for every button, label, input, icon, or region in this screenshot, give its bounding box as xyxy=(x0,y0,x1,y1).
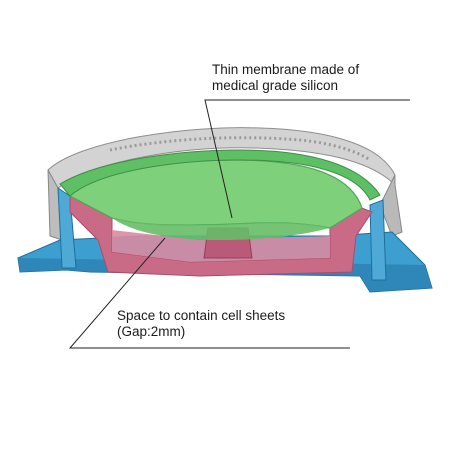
base-clamp-left xyxy=(57,187,77,269)
leader-line-membrane xyxy=(204,99,410,219)
silicone-membrane-floor xyxy=(112,218,330,240)
leader-line-chamber xyxy=(68,237,350,349)
chamber-callout-line-2: (Gap:2mm) xyxy=(117,324,186,339)
membrane-callout: Thin membrane made of medical grade sili… xyxy=(212,62,359,94)
membrane-callout-line-2: medical grade silicon xyxy=(212,78,339,93)
base-clamp-right xyxy=(369,199,387,281)
chamber-callout-line-1: Space to contain cell sheets xyxy=(117,308,286,323)
membrane-callout-line-1: Thin membrane made of xyxy=(212,62,360,77)
silicone-membrane-lip xyxy=(59,149,381,201)
chamber-callout: Space to contain cell sheets (Gap:2mm) xyxy=(117,308,285,340)
housing-rim-engraving xyxy=(109,136,371,162)
